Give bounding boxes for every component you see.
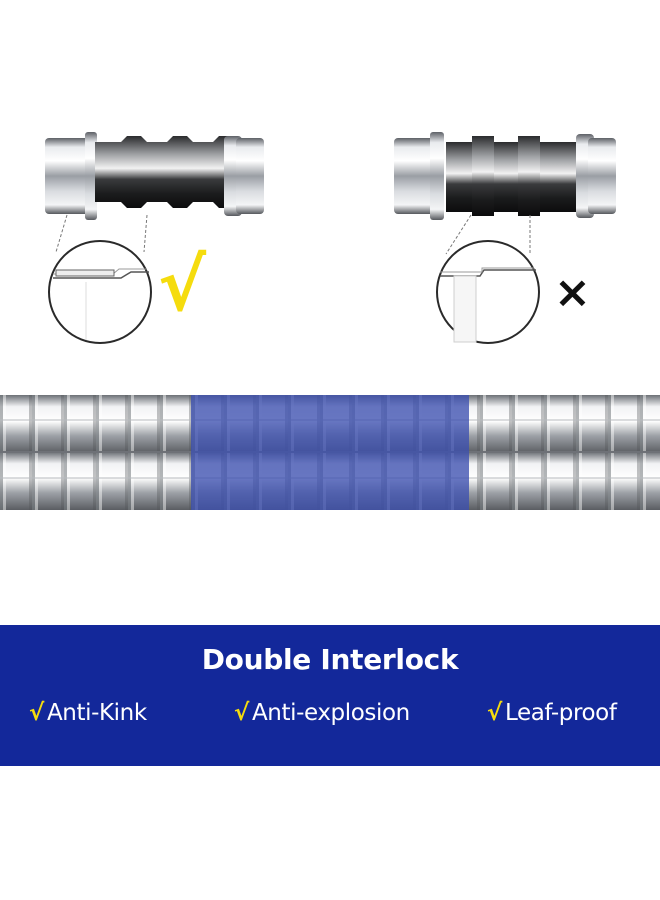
check-mark-good: √ [158, 243, 207, 327]
feature-banner [0, 625, 660, 766]
check-icon: √ [29, 700, 44, 726]
feature-label: Leaf-proof [504, 700, 617, 726]
interlock-highlight-sleeve [191, 395, 469, 510]
feature-anti-explosion: √Anti-explosion [234, 700, 410, 726]
feature-anti-kink: √Anti-Kink [29, 700, 147, 726]
banner-title: Double Interlock [201, 643, 459, 676]
cross-mark-bad: × [554, 267, 591, 318]
single-lock-connector-bad [394, 132, 616, 344]
check-icon: √ [234, 700, 249, 726]
interlock-connector-good [45, 132, 264, 344]
feature-label: Anti-Kink [46, 700, 147, 726]
check-icon: √ [487, 700, 502, 726]
feature-leaf-proof: √Leaf-proof [487, 700, 617, 726]
feature-label: Anti-explosion [251, 700, 410, 726]
